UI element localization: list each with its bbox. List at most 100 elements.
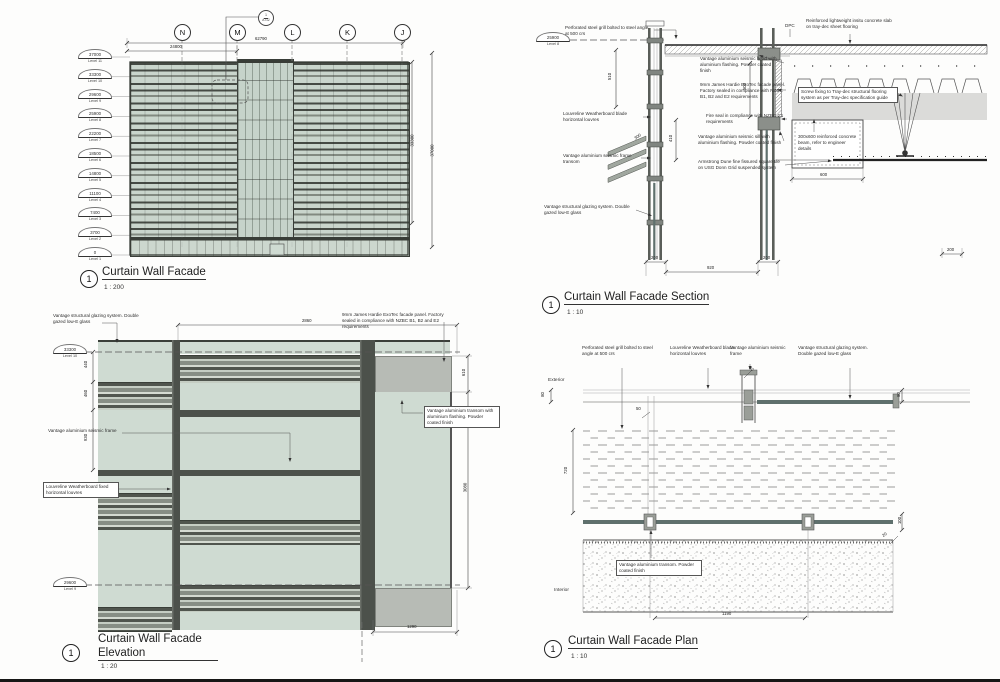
label-exterior: Exterior — [548, 378, 565, 383]
dim-410: 410 — [668, 134, 674, 143]
annotation-dpc: DPC — [785, 23, 795, 28]
dim-720: 720 — [563, 466, 569, 475]
level-name: Level 10 — [62, 354, 78, 358]
elevation-20-linework-svg — [85, 322, 472, 662]
view-number: 1 — [548, 300, 554, 310]
annotation-glazing: Vantage structural glazing system. Doubl… — [53, 313, 139, 324]
level-name: Level 6 — [88, 158, 102, 162]
plan-linework-svg — [548, 364, 970, 621]
dim-500: 500 — [742, 82, 748, 91]
facade-left-block — [130, 62, 239, 239]
level-name: Level 8 — [546, 42, 560, 46]
dim-inner-height: 33300 — [409, 134, 415, 147]
grid-bubble-label: L — [290, 28, 295, 37]
dim-600: 600 — [820, 172, 828, 177]
view-number-circle: 1 — [80, 270, 98, 288]
sheet-bottom-edge — [0, 679, 1000, 682]
grid-bubble-K: K — [339, 24, 356, 41]
view-number-circle: 1 — [62, 644, 80, 662]
dim-100-right: 100 — [897, 516, 903, 525]
annotation-panel: 9mm James Hardie ExoTec facade panel. Fa… — [700, 82, 786, 99]
annotation-ceiling: Armstrong Dune fine fissured square tile… — [698, 159, 780, 170]
level-elev: 7400 — [78, 207, 112, 218]
dim-1290: 1290 — [407, 624, 417, 629]
annotation-louvres: Louvreline Weatherboard blade horizontal… — [563, 111, 628, 122]
dim-80-left: 80 — [539, 392, 545, 397]
view-plan-10: Exterior Interior Perforated steel grill… — [530, 330, 1000, 675]
annotation-fire-seal: Fire seal in compliance with NZBC C1 req… — [706, 113, 784, 124]
glass-panel — [98, 530, 172, 607]
grid-bubble-N: N — [174, 24, 191, 41]
level-name: Level 11 — [87, 59, 103, 63]
level-name: Level 9 — [88, 98, 102, 103]
dim-920: 920 — [707, 265, 715, 270]
transom-band — [180, 410, 360, 417]
dim-930: 930 — [83, 433, 89, 442]
annotation-louvres: Louvreline Weatherboard blade horizontal… — [670, 345, 735, 356]
mullion — [172, 340, 180, 630]
glass-panel — [180, 383, 360, 410]
annotation-head: Vantage aluminium seismic head with alum… — [700, 56, 777, 73]
dim-1190: 1190 — [722, 611, 732, 616]
level-elev: 22200 — [78, 128, 112, 139]
dim-440: 440 — [83, 360, 89, 369]
label-interior: Interior — [554, 588, 569, 593]
view-title: Curtain Wall Facade Plan — [568, 635, 698, 649]
callout-number: 1 — [264, 12, 268, 19]
view-scale: 1 : 10 — [571, 653, 588, 660]
level-name: Level 4 — [88, 197, 102, 202]
glass-panel — [180, 417, 360, 470]
dim-200-left: 200 — [651, 255, 659, 260]
glass-panel — [180, 545, 360, 585]
annotation-frame: Vantage aluminium seismic frame — [48, 428, 117, 433]
grid-bubble-label: K — [344, 28, 350, 37]
level-elev: 0 — [78, 247, 112, 257]
grid-bubble-label: M — [234, 28, 241, 37]
glass-panel — [180, 612, 360, 630]
annotation-transom: Vantage aluminium seismic frame transom — [563, 153, 632, 164]
level-elev: 18500 — [78, 148, 112, 158]
view-number-circle: 1 — [542, 296, 560, 314]
annotation-slab: Reinforced lightweight insitu concrete s… — [806, 18, 892, 29]
view-title-line2: Elevation — [98, 647, 218, 661]
annotation-transom: Vantage aluminium transom with aluminium… — [424, 406, 500, 428]
level-elev: 33300 — [53, 344, 87, 354]
elevation-200-linework-svg — [86, 16, 435, 256]
level-name: Level 8 — [88, 118, 102, 123]
level-name: Level 2 — [88, 237, 102, 242]
glass-panel — [180, 476, 360, 520]
view-scale: 1 : 200 — [104, 284, 124, 291]
annotation-sill: Vantage aluminium seismic sill with alum… — [698, 134, 782, 145]
level-elev: 11100 — [78, 187, 112, 198]
annotation-louvres: Louvreline Weatherboard fixed horizontal… — [43, 482, 119, 498]
grid-bubble-label: N — [179, 28, 186, 37]
level-name: Level 7 — [88, 138, 102, 143]
louvre-band — [180, 355, 360, 385]
dim-overall-height: 37000 — [429, 144, 435, 157]
louvre-band — [98, 493, 172, 532]
level-elev: 25900 — [78, 108, 112, 119]
view-title: Curtain Wall Facade Section — [564, 291, 710, 305]
view-title-line1: Curtain Wall Facade — [98, 633, 202, 645]
view-number: 1 — [550, 644, 556, 654]
callout-sheet: A712 — [262, 17, 270, 22]
grid-bubble-L: L — [284, 24, 301, 41]
level-name: Level 9 — [63, 587, 77, 591]
grid-bubble-M: M — [229, 24, 246, 41]
annotation-grill: Perforated steel grill bolted to steel a… — [565, 25, 649, 36]
level-elev: 29600 — [53, 577, 87, 587]
level-elev: 37000 — [78, 49, 112, 59]
glass-panel — [98, 352, 172, 382]
